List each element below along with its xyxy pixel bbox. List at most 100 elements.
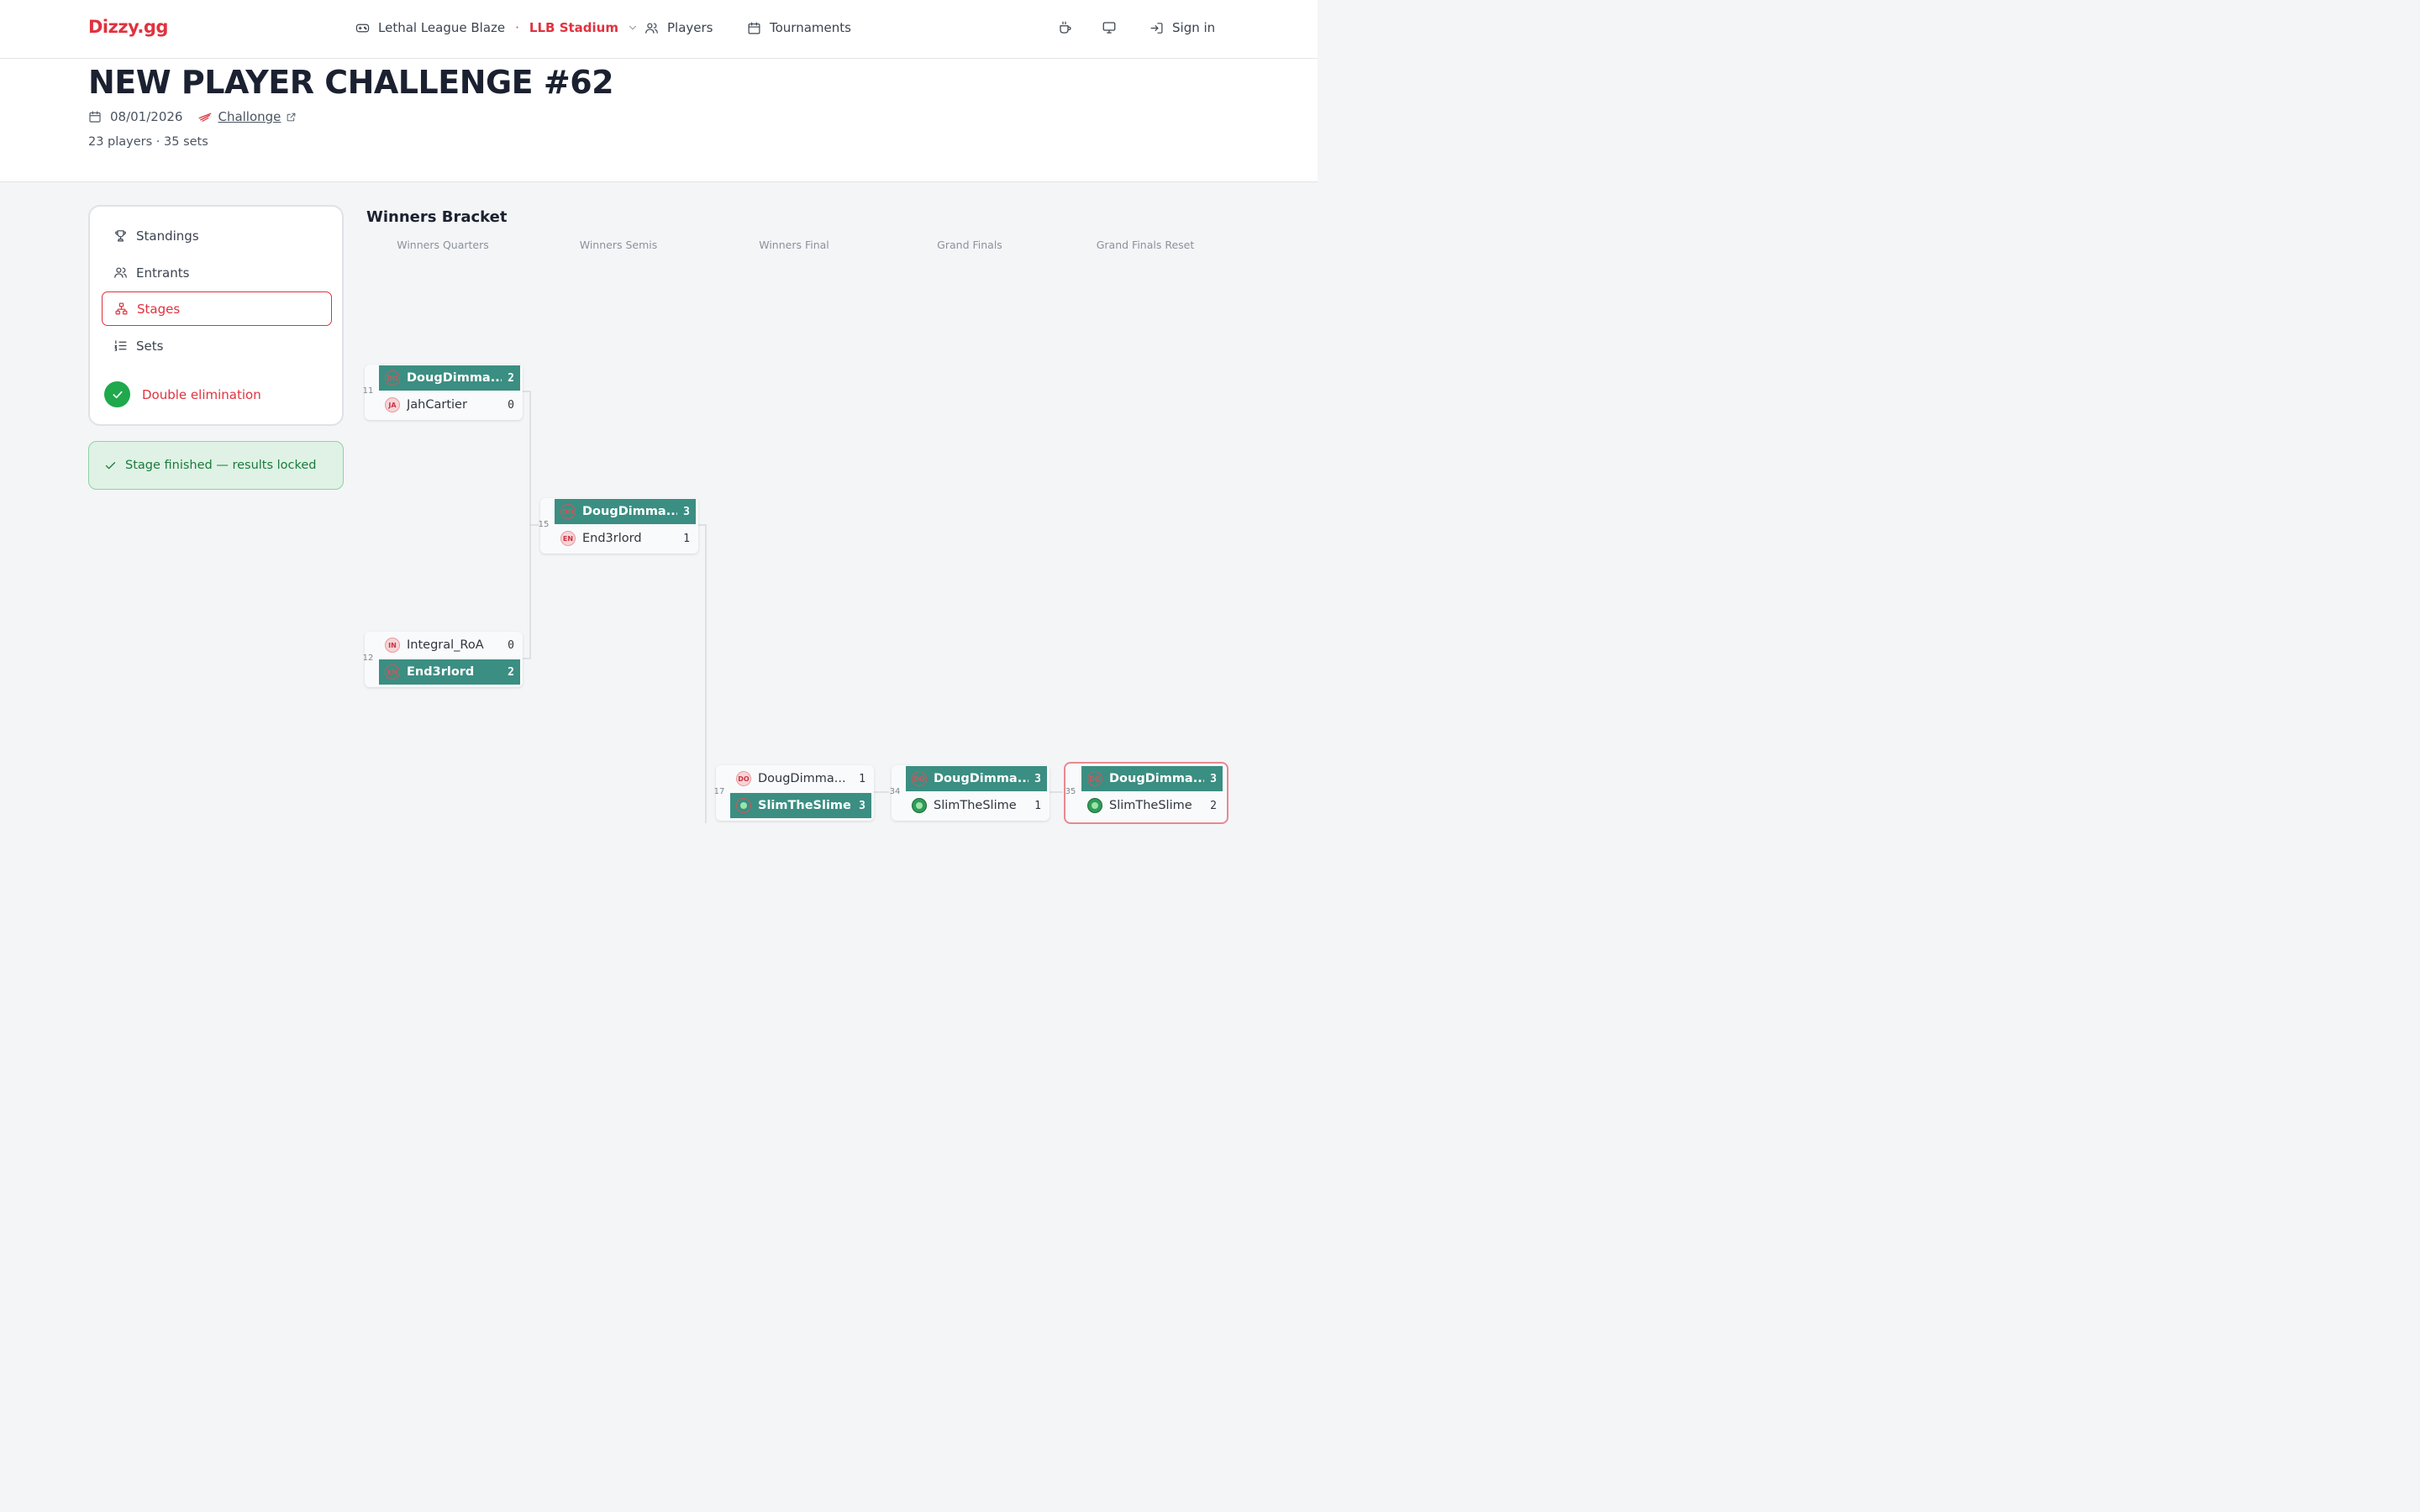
page-title: NEW PLAYER CHALLENGE #62 xyxy=(88,64,614,101)
game-selector[interactable]: Lethal League Blaze · LLB Stadium xyxy=(355,20,639,35)
round-label: Winners Final xyxy=(759,239,829,251)
match-slot-winner[interactable]: SlimTheSlime 3 xyxy=(730,793,871,818)
match-slot-loser[interactable]: JA JahCartier 0 xyxy=(379,392,520,417)
sidebar-item-standings[interactable]: Standings xyxy=(102,218,332,253)
tournament-date: 08/01/2026 xyxy=(110,109,183,124)
calendar-icon xyxy=(89,111,101,123)
player-name: DougDimma... xyxy=(758,772,846,785)
connector-line xyxy=(522,391,531,659)
game-name: Lethal League Blaze xyxy=(378,20,506,35)
users-icon xyxy=(114,267,127,278)
list-icon xyxy=(114,340,127,351)
tournament-meta: 08/01/2026 Challonge xyxy=(88,109,297,124)
round-label: Winners Semis xyxy=(579,239,658,251)
player-avatar: JA xyxy=(385,397,400,412)
sidebar-item-label: Stages xyxy=(137,301,181,317)
match-number: 17 xyxy=(713,787,725,796)
coffee-icon xyxy=(1060,21,1071,34)
match-number: 11 xyxy=(362,386,374,396)
player-avatar: IN xyxy=(385,638,400,653)
slime-avatar-icon xyxy=(736,798,751,813)
source-link-label[interactable]: Challonge xyxy=(218,109,281,124)
match-slot-winner[interactable]: EN End3rlord 2 xyxy=(379,659,520,685)
player-name: DougDimma... xyxy=(582,505,677,518)
monitor-icon xyxy=(1102,22,1116,34)
player-name: End3rlord xyxy=(582,532,642,545)
match-number: 12 xyxy=(362,654,374,663)
tournament-counts: 23 players · 35 sets xyxy=(88,135,208,149)
site-logo[interactable]: Dizzy.gg xyxy=(88,17,168,37)
bracket-match[interactable]: 15 DO DougDimma... 3 EN End3rlord 1 xyxy=(539,498,700,554)
match-slot-loser[interactable]: SlimTheSlime 2 xyxy=(1081,793,1223,818)
player-name: SlimTheSlime xyxy=(934,799,1017,812)
nav-tournaments-label: Tournaments xyxy=(770,20,851,35)
slime-avatar-icon xyxy=(912,798,927,813)
sidebar-item-label: Standings xyxy=(136,228,199,244)
player-score: 2 xyxy=(508,371,514,385)
top-navbar: Dizzy.gg Lethal League Blaze · LLB Stadi… xyxy=(0,0,1318,59)
display-toggle-button[interactable] xyxy=(1102,20,1118,37)
player-score: 0 xyxy=(508,398,514,412)
source-link[interactable]: Challonge xyxy=(197,109,297,124)
round-label: Grand Finals Reset xyxy=(1096,239,1195,251)
player-avatar: DO xyxy=(912,771,927,786)
player-name: JahCartier xyxy=(407,398,467,412)
bracket-match[interactable]: 12 IN Integral_RoA 0 EN End3rlord 2 xyxy=(362,632,524,687)
player-score: 3 xyxy=(1034,772,1041,785)
match-slot-loser[interactable]: EN End3rlord 1 xyxy=(555,526,696,551)
player-name: End3rlord xyxy=(407,665,475,679)
challonge-logo-icon xyxy=(199,113,212,122)
match-slot-loser[interactable]: IN Integral_RoA 0 xyxy=(379,633,520,658)
nav-players[interactable]: Players xyxy=(644,20,713,35)
round-label: Winners Quarters xyxy=(397,239,489,251)
player-score: 2 xyxy=(1210,799,1217,812)
player-avatar: EN xyxy=(560,531,576,546)
bracket-connectors xyxy=(522,391,1063,823)
match-slot-winner[interactable]: DO DougDimma... 3 xyxy=(1081,766,1223,791)
coffee-button[interactable] xyxy=(1058,20,1075,37)
sidebar-item-entrants[interactable]: Entrants xyxy=(102,255,332,290)
match-slot-winner[interactable]: DO DougDimma... 2 xyxy=(379,365,520,391)
player-name: SlimTheSlime xyxy=(758,799,851,812)
bracket-match[interactable]: 34 DO DougDimma... 3 SlimTheSlime 1 xyxy=(890,765,1051,821)
nav-players-label: Players xyxy=(667,20,713,35)
separator-dot: · xyxy=(515,20,519,35)
connector-line xyxy=(697,524,707,823)
stage-status-text: Stage finished — results locked xyxy=(125,459,317,472)
bracket-title: Winners Bracket xyxy=(366,208,508,226)
nav-tournaments[interactable]: Tournaments xyxy=(747,20,851,35)
stage-type-row[interactable]: Double elimination xyxy=(104,381,261,407)
player-avatar: DO xyxy=(560,504,576,519)
sidebar-item-stages[interactable]: Stages xyxy=(102,291,332,326)
player-score: 1 xyxy=(1034,799,1041,812)
sidebar-item-label: Entrants xyxy=(136,265,190,281)
player-avatar: DO xyxy=(736,771,751,786)
player-avatar: DO xyxy=(1087,771,1102,786)
chevron-down-icon xyxy=(629,25,636,30)
player-avatar: EN xyxy=(385,664,400,680)
stage-sidebar: Standings Entrants Stages Sets Double el… xyxy=(88,205,344,426)
gamepad-icon xyxy=(355,24,370,32)
sign-in-icon xyxy=(1150,22,1163,34)
bracket-match[interactable]: 11 DO DougDimma... 2 JA JahCartier 0 xyxy=(362,365,524,420)
player-name: DougDimma... xyxy=(407,371,502,385)
network-icon xyxy=(115,302,128,315)
trophy-icon xyxy=(115,230,126,242)
check-icon xyxy=(105,461,116,469)
sign-in-button[interactable]: Sign in xyxy=(1150,20,1215,35)
stage-type-label: Double elimination xyxy=(142,386,261,402)
match-slot-loser[interactable]: DO DougDimma... 1 xyxy=(730,766,871,791)
player-score: 3 xyxy=(859,799,865,812)
round-label: Grand Finals xyxy=(937,239,1002,251)
match-slot-loser[interactable]: SlimTheSlime 1 xyxy=(906,793,1047,818)
bracket-match-highlighted[interactable]: 35 DO DougDimma... 3 SlimTheSlime 2 xyxy=(1064,762,1228,824)
match-slot-winner[interactable]: DO DougDimma... 3 xyxy=(906,766,1047,791)
calendar-icon xyxy=(748,22,760,34)
player-score: 3 xyxy=(1210,772,1217,785)
tournament-header: NEW PLAYER CHALLENGE #62 08/01/2026 Chal… xyxy=(0,59,1318,182)
users-icon xyxy=(645,23,658,34)
sidebar-item-sets[interactable]: Sets xyxy=(102,328,332,363)
player-score: 3 xyxy=(683,505,690,518)
match-slot-winner[interactable]: DO DougDimma... 3 xyxy=(555,499,696,524)
bracket-match[interactable]: 17 DO DougDimma... 1 SlimTheSlime 3 xyxy=(713,765,876,821)
